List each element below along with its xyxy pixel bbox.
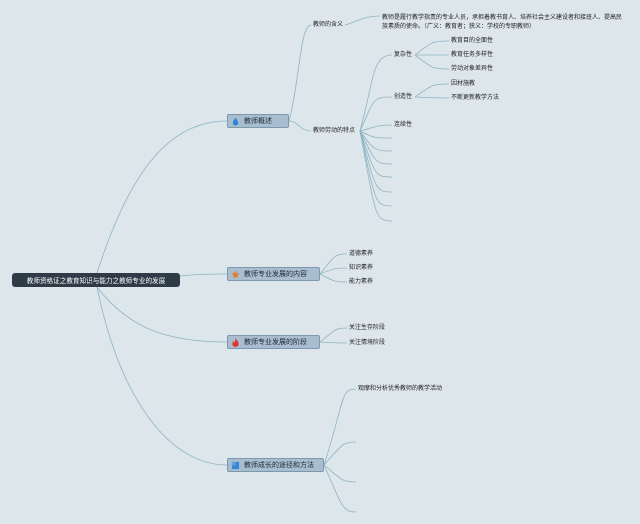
topic-professional-development-stages[interactable]: 教师专业发展的阶段 (227, 335, 320, 349)
list-item[interactable]: 能力素养 (349, 278, 374, 285)
topic-label: 教师成长的途径和方法 (244, 461, 314, 469)
list-item[interactable]: 劳动对象差异性 (451, 65, 494, 72)
list-item[interactable]: 观摩和分析优秀教师的教学活动 (358, 385, 443, 392)
list-item[interactable]: 知识素养 (349, 264, 374, 271)
connector-features-continuous (359, 124, 393, 132)
list-item[interactable]: 教育任务多样性 (451, 51, 494, 58)
complexity-label[interactable]: 复杂性 (394, 51, 413, 58)
connector-root-n3 (96, 286, 228, 343)
drop-icon (231, 117, 240, 126)
flame-icon (231, 337, 240, 347)
list-item[interactable]: 教育目的全面性 (451, 37, 494, 44)
list-item[interactable]: 道德素养 (349, 250, 374, 257)
topic-label: 教师专业发展的阶段 (244, 338, 307, 346)
connector-meaning-text (344, 15, 381, 26)
star-icon (231, 269, 240, 279)
connector-root-n1 (96, 120, 228, 274)
list-item[interactable]: 不断更新教学方法 (451, 94, 500, 101)
topic-label: 教师专业发展的内容 (244, 270, 307, 278)
connector-features-creative (359, 96, 393, 132)
list-item[interactable]: 关注情境阶段 (349, 339, 386, 346)
continuity-label[interactable]: 连续性 (394, 121, 413, 128)
connector-root-n2 (179, 273, 228, 277)
list-item[interactable]: 关注生存阶段 (349, 324, 386, 331)
teacher-meaning-text[interactable]: 教师是履行教学指责的专业人员，承担着教书育人、培养社会主义建设者和接班人、提高民… (382, 14, 623, 30)
connector-n1-features (288, 120, 312, 132)
connector-root-n4 (96, 286, 228, 466)
connector-n1-meaning (288, 24, 312, 122)
topic-label: 教师概述 (244, 117, 272, 125)
teacher-meaning-label[interactable]: 教师的含义 (313, 21, 344, 28)
root-topic[interactable]: 教师资格证之教育知识与能力之教师专业的发展 (12, 273, 180, 287)
connector-features-complex (359, 54, 393, 132)
flag-icon (231, 461, 240, 470)
topic-professional-development-content[interactable]: 教师专业发展的内容 (227, 267, 320, 281)
creativity-label[interactable]: 创造性 (394, 93, 413, 100)
topic-teacher-overview[interactable]: 教师概述 (227, 114, 289, 128)
topic-growth-paths-and-methods[interactable]: 教师成长的途径和方法 (227, 458, 324, 472)
list-item[interactable]: 因材施教 (451, 80, 476, 87)
teacher-labor-features-label[interactable]: 教师劳动的特点 (313, 127, 356, 134)
